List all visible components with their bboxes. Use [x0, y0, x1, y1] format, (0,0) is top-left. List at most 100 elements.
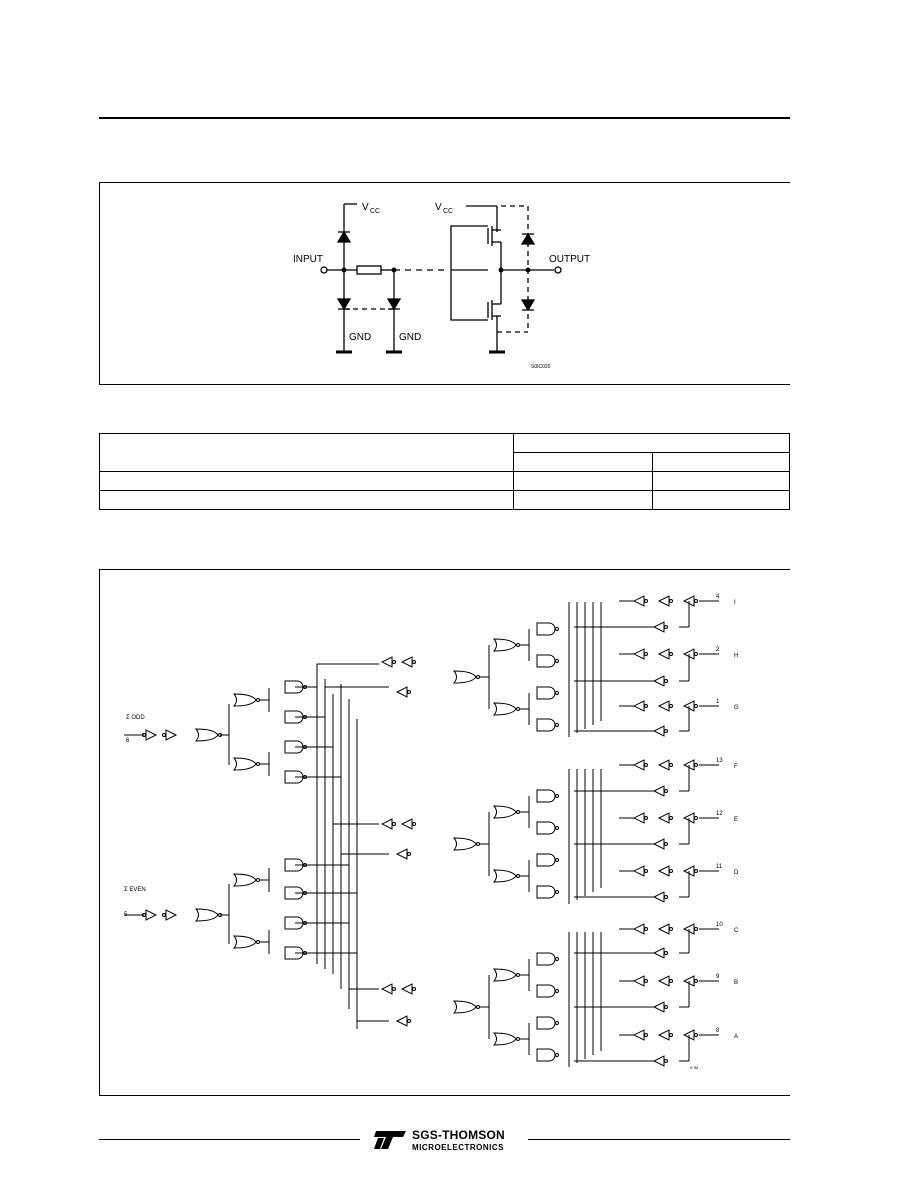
header-rule — [99, 117, 790, 119]
buffer-gate — [380, 983, 393, 995]
nand-gate — [536, 952, 556, 966]
nand-gate — [536, 1048, 556, 1062]
inverter-bubble — [303, 891, 307, 895]
table-cell — [513, 452, 653, 472]
inverter-bubble — [644, 704, 648, 708]
inverter-bubble — [664, 951, 668, 955]
buffer-gate — [632, 865, 645, 877]
inverter-bubble — [669, 763, 673, 767]
buffer-gate — [632, 595, 645, 607]
inverter-bubble — [555, 826, 559, 830]
inverter-bubble — [664, 789, 668, 793]
output-pin-number: 2 — [716, 647, 720, 653]
buffer-gate — [657, 700, 670, 712]
io-equivalent-circuit-frame — [99, 182, 790, 385]
table-cell — [652, 471, 790, 491]
inverter-bubble — [555, 1021, 559, 1025]
buffer-gate — [395, 1015, 408, 1027]
buffer-gate — [657, 595, 670, 607]
inverter-bubble — [669, 979, 673, 983]
inverter-bubble — [412, 987, 416, 991]
st-logo-icon — [374, 1131, 406, 1149]
inverter-bubble — [407, 1019, 411, 1023]
buffer-gate — [652, 1001, 665, 1013]
buffer-gate — [632, 759, 645, 771]
table-cell — [513, 433, 790, 453]
nand-gate — [284, 770, 304, 784]
footer-rule-left — [99, 1139, 360, 1140]
xor-gate — [492, 968, 517, 982]
table-cell — [99, 490, 514, 510]
buffer-gate — [657, 759, 670, 771]
inverter-bubble — [644, 652, 648, 656]
output-pin-number: 8 — [716, 1028, 720, 1034]
output-name-label: E — [734, 817, 738, 823]
inverter-bubble — [162, 733, 166, 737]
buffer-gate — [657, 923, 670, 935]
gnd-left-label: GND — [349, 332, 371, 343]
xor-gate — [194, 908, 219, 922]
table-row — [99, 490, 790, 510]
xor-gate — [492, 805, 517, 819]
input-odd-pin: 6 — [126, 738, 130, 744]
xor-gate — [492, 1032, 517, 1046]
inverter-bubble — [555, 691, 559, 695]
inverter-bubble — [303, 863, 307, 867]
xor-gate — [232, 757, 257, 771]
xor-gate — [492, 638, 517, 652]
inverter-bubble — [555, 989, 559, 993]
table-cell — [513, 471, 653, 491]
buffer-gate — [395, 686, 408, 698]
inverter-bubble — [669, 704, 673, 708]
output-name-label: H — [734, 653, 738, 659]
inverter-bubble — [664, 842, 668, 846]
buffer-gate — [652, 621, 665, 633]
inverter-bubble — [694, 599, 698, 603]
gnd-right-label: GND — [399, 332, 421, 343]
inverter-bubble — [694, 816, 698, 820]
buffer-gate — [165, 729, 178, 741]
output-name-label: C — [734, 928, 739, 934]
xor-gate — [452, 670, 477, 684]
buffer-gate — [657, 975, 670, 987]
buffer-gate — [632, 812, 645, 824]
inverter-bubble — [664, 625, 668, 629]
table-cell — [652, 490, 790, 510]
inverter-bubble — [555, 890, 559, 894]
inverter-bubble — [669, 599, 673, 603]
inverter-bubble — [407, 690, 411, 694]
inverter-bubble — [555, 794, 559, 798]
nand-gate — [536, 718, 556, 732]
nand-gate — [536, 885, 556, 899]
io-equivalent-circuit: V CC V CC INPUT OUTPUT GND GND S0IC020 — [293, 202, 590, 370]
inverter-bubble — [303, 775, 307, 779]
logic-diagram: Σ ODD 6 Σ EVEN 5 S IM 4I2H1G13F12E11D10C… — [124, 594, 739, 1070]
xor-gate — [492, 702, 517, 716]
nand-gate — [284, 710, 304, 724]
nand-gate — [284, 858, 304, 872]
inverter-bubble — [162, 913, 166, 917]
inverter-bubble — [694, 1033, 698, 1037]
nand-gate — [284, 946, 304, 960]
inverter-bubble — [555, 957, 559, 961]
table-row — [99, 433, 790, 472]
inverter-bubble — [694, 704, 698, 708]
inverter-bubble — [142, 733, 146, 737]
buffer-gate — [652, 675, 665, 687]
table-cell — [513, 490, 653, 510]
buffer-gate — [657, 865, 670, 877]
output-pin-number: 10 — [716, 922, 723, 928]
vcc-right-sub: CC — [443, 208, 453, 215]
buffer-gate — [632, 1029, 645, 1041]
inverter-bubble — [694, 763, 698, 767]
buffer-gate — [145, 909, 158, 921]
footer-brand-name: SGS-THOMSON — [412, 1128, 505, 1142]
inverter-bubble — [303, 921, 307, 925]
output-name-label: A — [734, 1034, 738, 1040]
buffer-gate — [652, 947, 665, 959]
inverter-bubble — [669, 1033, 673, 1037]
inverter-bubble — [694, 979, 698, 983]
inverter-bubble — [694, 652, 698, 656]
vcc-left-label: V — [362, 202, 369, 213]
output-pin-number: 9 — [716, 974, 720, 980]
